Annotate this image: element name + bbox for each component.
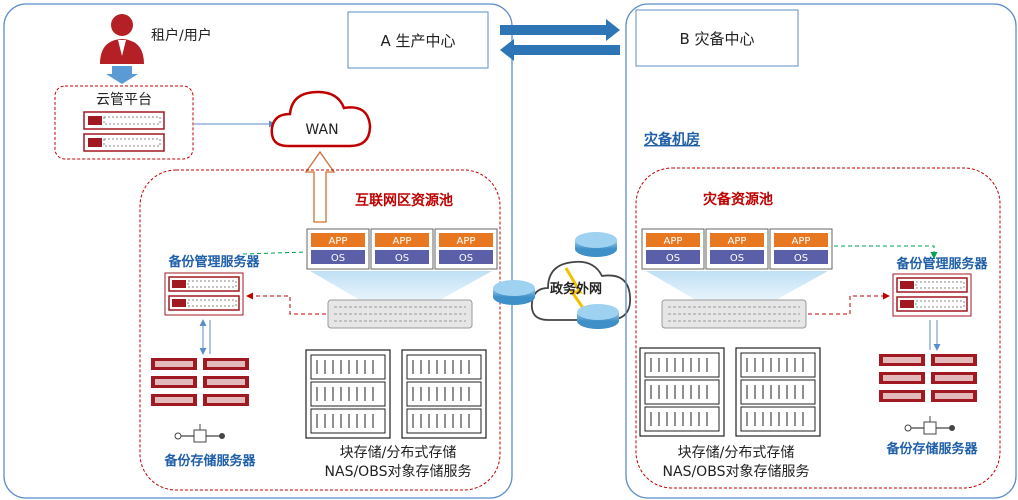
production-backup-mgmt-server-icon bbox=[164, 272, 244, 316]
disaster-vm-group: APP OS APP OS APP OS bbox=[641, 228, 833, 270]
disaster-backup-storage-label: 备份存储服务器 bbox=[885, 441, 978, 457]
production-backup-storage-servers-icon bbox=[151, 358, 249, 406]
disaster-storage-rack-icon bbox=[639, 347, 821, 437]
vm-3: APP OS bbox=[769, 228, 833, 270]
up-arrow-icon bbox=[304, 150, 336, 223]
production-vm-group: APP OS APP OS APP OS bbox=[306, 228, 498, 270]
vm-3: APP OS bbox=[434, 228, 498, 270]
router-icon-2 bbox=[493, 280, 535, 305]
host-to-backup-mgmt-line bbox=[246, 292, 326, 315]
vm-app-label: APP bbox=[792, 236, 811, 247]
production-center-frame bbox=[3, 3, 513, 499]
vm-app-label: APP bbox=[329, 236, 348, 247]
disaster-center-frame bbox=[625, 3, 1017, 499]
disaster-vm-fan bbox=[646, 271, 828, 300]
production-vm-fan bbox=[310, 271, 492, 300]
cloud-platform-server-icon bbox=[83, 111, 165, 152]
production-storage-line1: 块存储/分布式存储 bbox=[340, 445, 457, 461]
production-backup-storage-label: 备份存储服务器 bbox=[163, 453, 256, 469]
vm-1: APP OS bbox=[306, 228, 370, 270]
production-title: A 生产中心 bbox=[380, 32, 455, 50]
production-backup-mgmt-label: 备份管理服务器 bbox=[167, 254, 260, 270]
user-icon bbox=[100, 14, 144, 64]
internet-pool-frame bbox=[139, 169, 501, 491]
vm-os-label: OS bbox=[666, 253, 680, 264]
disaster-backup-mgmt-label: 备份管理服务器 bbox=[895, 256, 988, 272]
vm-2: APP OS bbox=[705, 228, 769, 270]
router-icon-3 bbox=[577, 304, 619, 329]
disaster-room-label: 灾备机房 bbox=[644, 131, 700, 148]
disaster-storage-line1: 块存储/分布式存储 bbox=[678, 445, 795, 461]
vm-os-label: OS bbox=[730, 253, 744, 264]
production-storage-line2: NAS/OBS对象存储服务 bbox=[325, 464, 472, 480]
wan-cloud-icon bbox=[270, 90, 372, 148]
disaster-pool-frame bbox=[635, 167, 1001, 489]
production-storage-rack-icon bbox=[305, 349, 487, 439]
disaster-title: B 灾备中心 bbox=[679, 30, 754, 48]
disaster-backup-mgmt-server-icon bbox=[892, 273, 972, 317]
vm-app-label: APP bbox=[664, 236, 683, 247]
disaster-storage-network-icon bbox=[904, 416, 955, 435]
router-icon-1 bbox=[575, 232, 617, 257]
production-host-server-icon bbox=[327, 299, 473, 329]
vm-app-label: APP bbox=[393, 236, 412, 247]
vm-app-label: APP bbox=[457, 236, 476, 247]
host-to-disaster-mgmt-line bbox=[808, 292, 890, 315]
vm-1: APP OS bbox=[641, 228, 705, 270]
production-storage-network-icon bbox=[174, 424, 225, 443]
vm-app-label: APP bbox=[728, 236, 747, 247]
disaster-host-server-icon bbox=[661, 299, 807, 329]
internet-pool-label: 互联网区资源池 bbox=[355, 192, 453, 209]
wan-label: WAN bbox=[305, 122, 338, 138]
down-arrow-icon bbox=[106, 66, 138, 84]
user-label: 租户/用户 bbox=[151, 27, 212, 44]
disaster-storage-line2: NAS/OBS对象存储服务 bbox=[663, 464, 810, 480]
vm-os-label: OS bbox=[459, 253, 473, 264]
gov-network-label: 政务外网 bbox=[550, 281, 602, 297]
vm-os-label: OS bbox=[331, 253, 345, 264]
disaster-backup-storage-servers-icon bbox=[879, 354, 977, 402]
vm-os-label: OS bbox=[794, 253, 808, 264]
disaster-pool-label: 灾备资源池 bbox=[703, 191, 773, 208]
vm-os-label: OS bbox=[395, 253, 409, 264]
disaster-title-box bbox=[635, 9, 799, 67]
cloud-platform-frame bbox=[54, 85, 194, 160]
production-title-box bbox=[347, 11, 489, 69]
vm-2: APP OS bbox=[370, 228, 434, 270]
cloud-platform-label: 云管平台 bbox=[96, 92, 152, 108]
vm-to-backup-mgmt-line bbox=[242, 251, 307, 255]
vm-to-disaster-mgmt-line bbox=[834, 245, 938, 259]
sync-arrows-icon bbox=[500, 19, 620, 61]
